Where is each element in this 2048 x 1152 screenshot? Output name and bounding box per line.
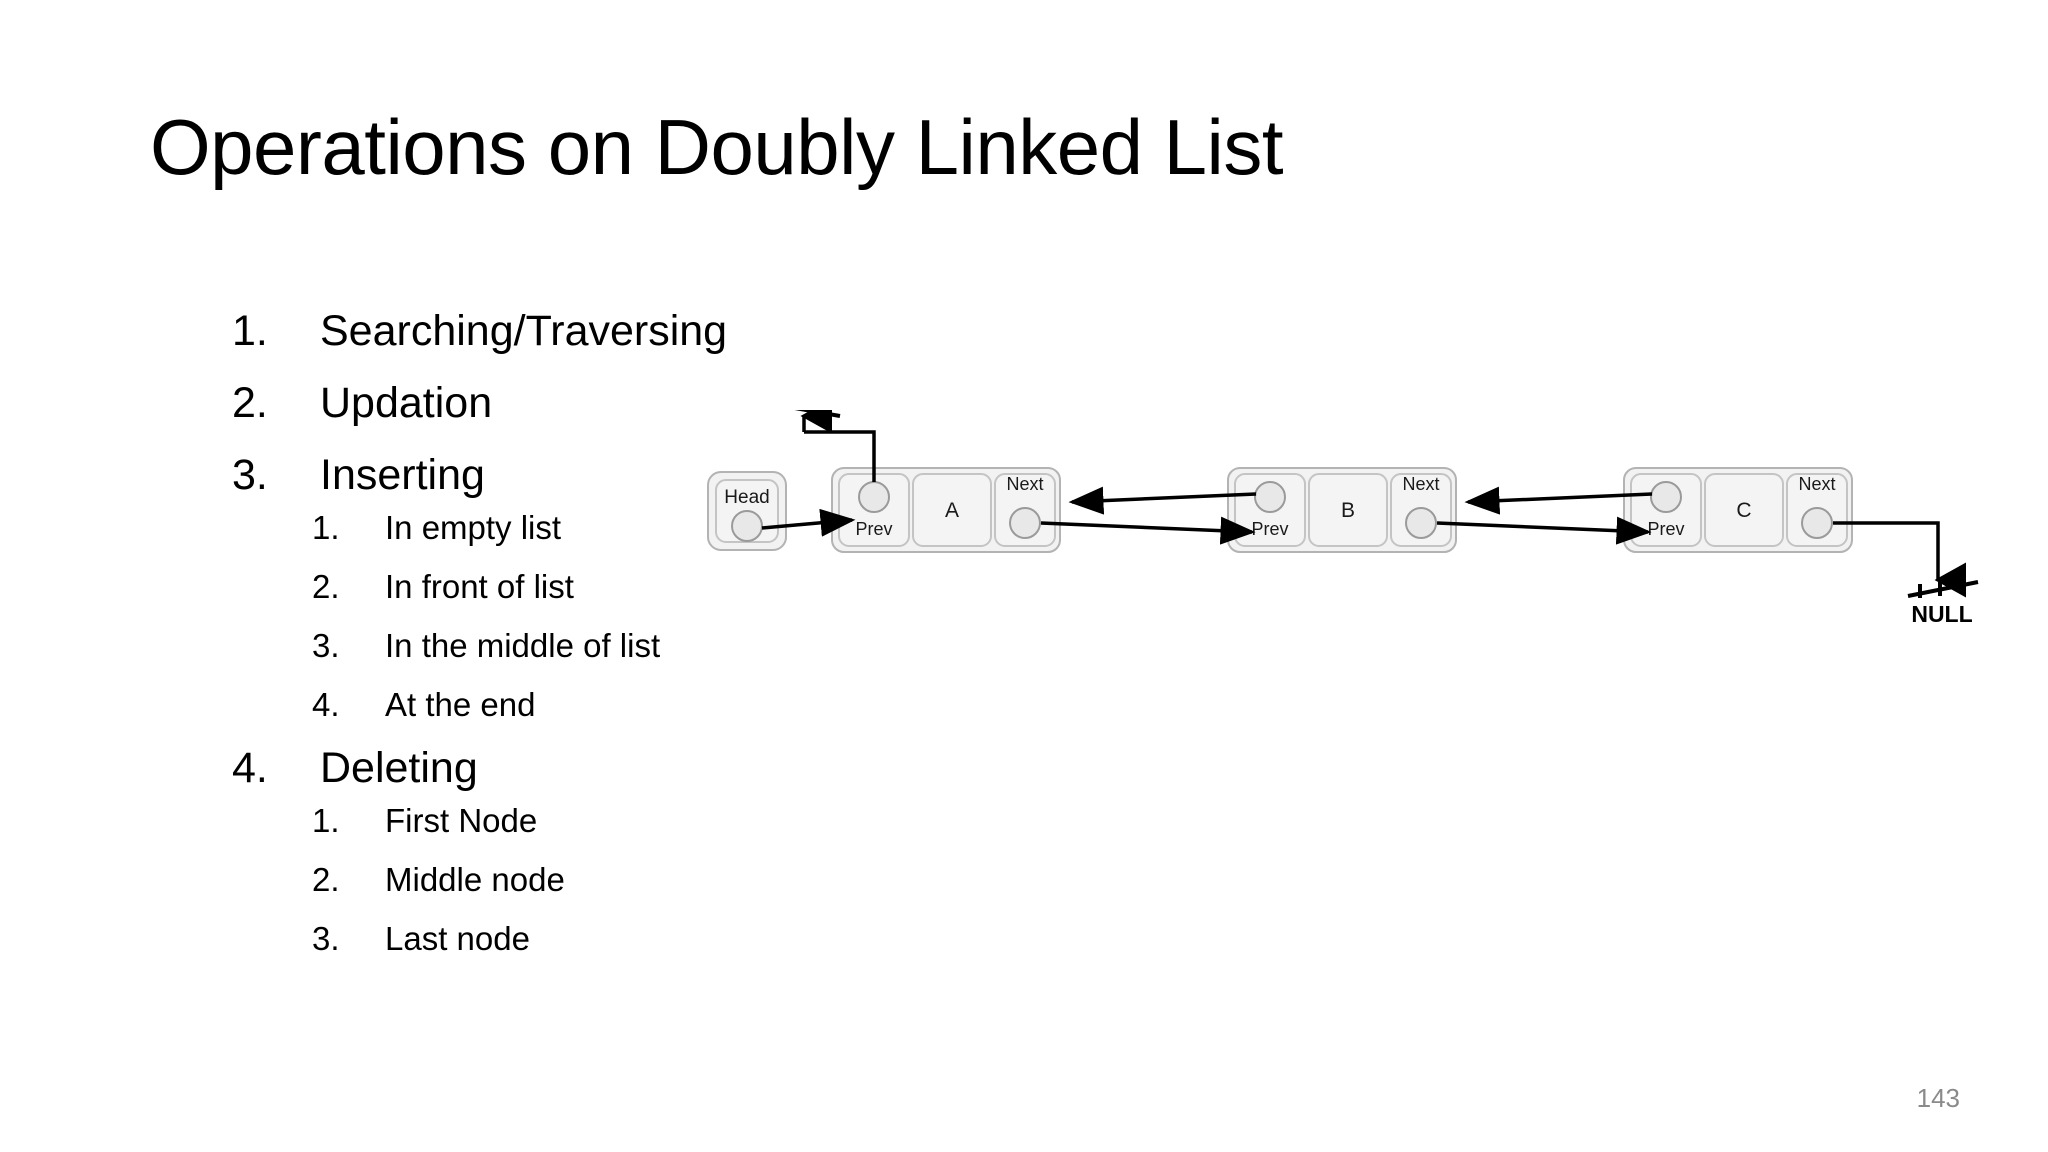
node-a-next-label: Next [1006, 474, 1043, 494]
sublist-item-marker: 3. [312, 627, 340, 664]
list-item-label: Updation [320, 379, 493, 427]
outline-list: 1. Searching/Traversing 2. Updation 3. I… [232, 310, 1012, 981]
node-c-next-to-null-line [1833, 521, 1966, 598]
node-b-prev-to-node-a-arrow [1068, 486, 1257, 515]
sublist-item: 4. At the end [232, 688, 1012, 721]
sublist-item: 2. Middle node [232, 863, 1012, 896]
sublist-item-label: Middle node [385, 861, 565, 898]
sublist-item: 1. First Node [232, 804, 1012, 837]
list-item-marker: 4. [232, 744, 268, 792]
sublist-item-label: In front of list [385, 568, 574, 605]
sublist-item-marker: 1. [312, 802, 340, 839]
list-item: 2. Updation [232, 382, 1012, 425]
node-b-data-cell [1308, 473, 1388, 547]
sublist-item-label: First Node [385, 802, 538, 839]
node-b-data-label: B [1341, 499, 1355, 522]
sublist-item: 1. In empty list [232, 511, 1012, 544]
node-a-data-label: A [945, 499, 959, 522]
node-a-prev-circle [858, 481, 890, 513]
null-bottom-symbol [1907, 576, 1979, 598]
node-b-prev-circle [1254, 481, 1286, 513]
list-item: 1. Searching/Traversing [232, 310, 1012, 353]
head-pointer-circle [731, 510, 763, 542]
sublist-inserting: 1. In empty list 2. In front of list 3. … [232, 511, 1012, 721]
node-c-next-circle [1801, 507, 1833, 539]
sublist-item-label: In the middle of list [385, 627, 661, 664]
list-item: 3. Inserting [232, 454, 1012, 497]
node-c-data-cell [1704, 473, 1784, 547]
node-a-next-circle [1009, 507, 1041, 539]
sublist-item-marker: 1. [312, 509, 340, 546]
sublist-item-label: In empty list [385, 509, 562, 546]
list-item-marker: 1. [232, 307, 268, 355]
node-c-next-label: Next [1798, 474, 1835, 494]
sublist-item: 3. Last node [232, 922, 1012, 955]
sublist-deleting: 1. First Node 2. Middle node 3. Last nod… [232, 804, 1012, 955]
node-c-prev-circle [1650, 481, 1682, 513]
node-a-data-cell [912, 473, 992, 547]
null-bottom-label: NULL [1911, 601, 1972, 627]
list-item: 4. Deleting [232, 747, 1012, 790]
page-number: 143 [1916, 1083, 1960, 1113]
sublist-item-marker: 2. [312, 861, 340, 898]
list-node-b: Prev B Next [1227, 467, 1457, 553]
list-node-c: Prev C Next [1623, 467, 1853, 553]
list-item-label: Searching/Traversing [320, 307, 728, 355]
list-node-a: Prev A Next [831, 467, 1061, 553]
head-label: Head [724, 487, 769, 508]
list-item-label: Deleting [320, 744, 478, 792]
null-top-symbol [794, 410, 841, 418]
list-item-marker: 3. [232, 451, 268, 499]
sublist-item-label: At the end [385, 686, 536, 723]
node-a-prev-label: Prev [855, 519, 892, 539]
sublist-item-marker: 3. [312, 920, 340, 957]
node-c-prev-to-node-b-arrow [1464, 486, 1653, 515]
node-a-next-to-node-b-arrow [1040, 516, 1256, 545]
sublist-item-marker: 2. [312, 568, 340, 605]
node-b-prev-label: Prev [1251, 519, 1288, 539]
head-to-node-a-arrow [761, 508, 856, 537]
sublist-item-label: Last node [385, 920, 530, 957]
list-item-marker: 2. [232, 379, 268, 427]
node-b-next-circle [1405, 507, 1437, 539]
node-b-next-label: Next [1402, 474, 1439, 494]
sublist-item-marker: 4. [312, 686, 340, 723]
doubly-linked-list-diagram: Head Prev A Next Prev B Nex [700, 410, 2040, 710]
list-item-label: Inserting [320, 451, 485, 499]
page-title: Operations on Doubly Linked List [150, 103, 1284, 191]
node-b-next-to-node-c-arrow [1436, 516, 1652, 545]
sublist-item: 2. In front of list [232, 570, 1012, 603]
sublist-item: 3. In the middle of list [232, 629, 1012, 662]
node-c-prev-label: Prev [1647, 519, 1684, 539]
head-node: Head [707, 471, 787, 551]
node-c-data-label: C [1736, 499, 1751, 522]
